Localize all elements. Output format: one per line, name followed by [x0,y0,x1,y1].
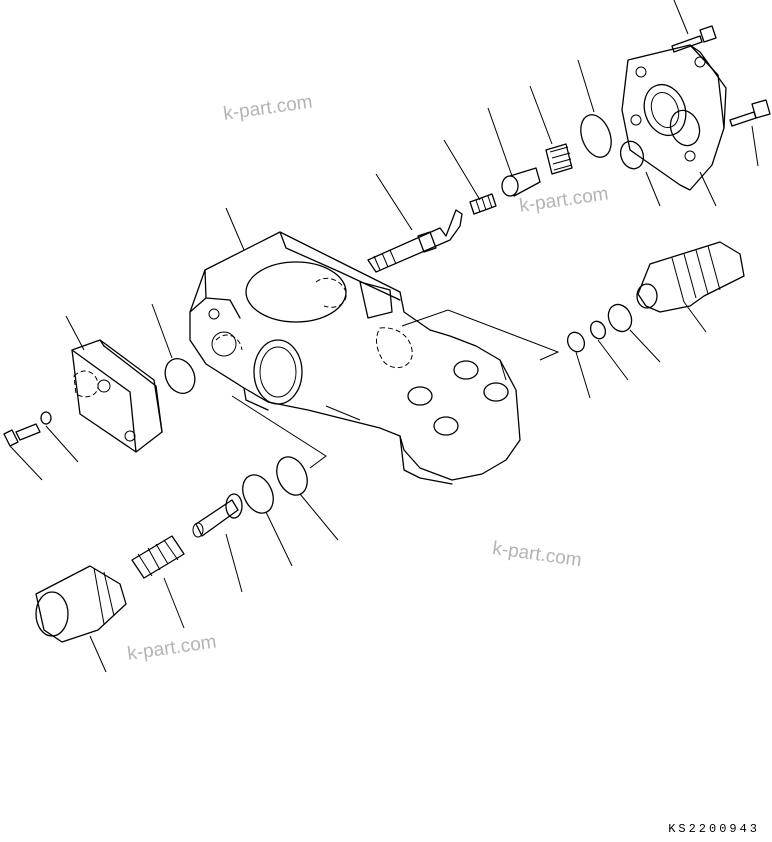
pilot-valve [636,241,745,313]
bolt-top [671,25,717,53]
o-ring-right-1 [607,303,633,333]
spring-upper [545,143,573,175]
bolt-left [3,411,52,447]
o-ring-left [164,357,196,395]
spring-lower [131,535,185,579]
o-ring-right-2 [589,320,607,340]
plug [35,565,127,643]
o-ring-bottom-2 [242,474,274,514]
o-ring-right-3 [566,331,586,353]
o-ring-bottom-1 [276,456,308,496]
o-ring-small [619,140,645,170]
piston [192,493,243,538]
leader-lines [9,0,759,673]
flange-cover [621,44,727,191]
spring-small [469,193,497,215]
sleeve-upper [501,167,541,197]
bolt-right [729,99,771,127]
spool [367,209,463,273]
o-ring-large [580,114,612,158]
valve-body [189,231,521,485]
drawing-code: KS2200943 [668,822,760,836]
side-cover [71,339,163,453]
